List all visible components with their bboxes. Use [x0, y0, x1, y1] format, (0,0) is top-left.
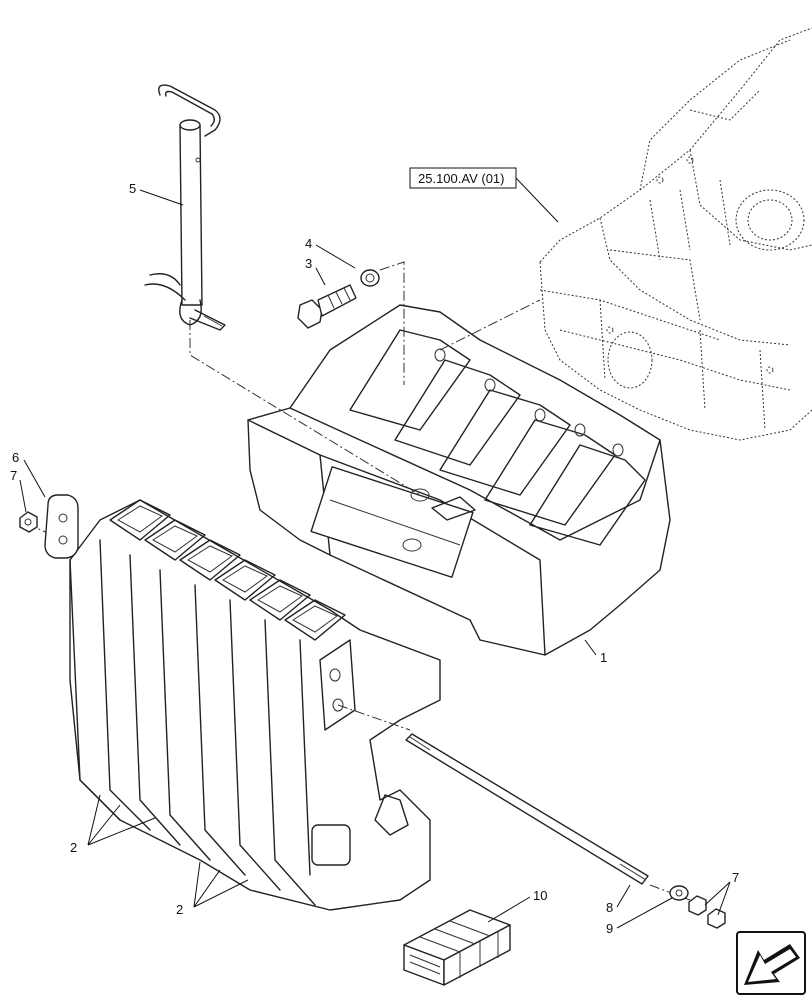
weight-carrier — [247, 304, 671, 656]
callout-2-top: 2 — [70, 840, 77, 855]
arrow-down-left-icon[interactable] — [736, 931, 806, 995]
callout-1: 1 — [600, 650, 607, 665]
callout-4: 4 — [305, 236, 312, 251]
callout-3: 3 — [305, 256, 312, 271]
callout-labels: 1 2 2 3 4 5 6 7 7 8 9 10 — [10, 181, 739, 936]
tie-rod — [405, 733, 726, 929]
lock-pin — [144, 84, 226, 331]
callout-8: 8 — [606, 900, 613, 915]
callout-2-bottom: 2 — [176, 902, 183, 917]
leader-lines — [19, 189, 731, 929]
callout-9: 9 — [606, 921, 613, 936]
reference-label: 25.100.AV (01) — [418, 171, 504, 186]
plate-and-nut — [19, 494, 79, 559]
weight-stack — [69, 499, 441, 911]
kit-box — [403, 909, 511, 986]
callout-7-left: 7 — [10, 468, 17, 483]
bolt-and-washer — [297, 269, 380, 329]
front-frame-housing — [539, 27, 812, 441]
callout-5: 5 — [129, 181, 136, 196]
callout-10: 10 — [533, 888, 547, 903]
reference-box[interactable]: 25.100.AV (01) — [409, 167, 559, 223]
callout-7-right: 7 — [732, 870, 739, 885]
callout-6: 6 — [12, 450, 19, 465]
